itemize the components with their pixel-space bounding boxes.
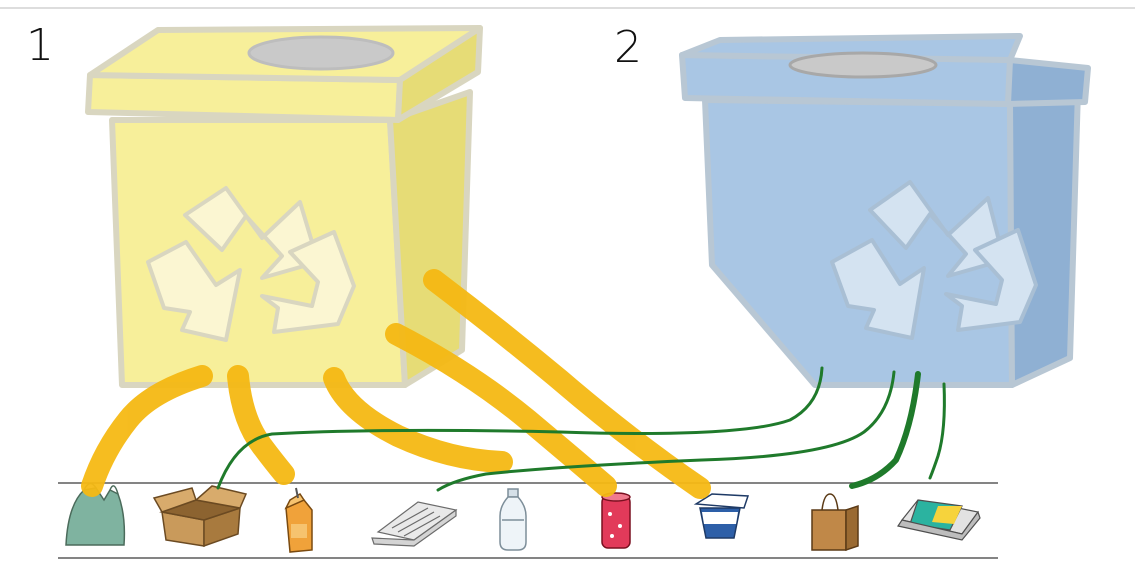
juice-carton-icon [284, 487, 313, 553]
blue-bin-lid-side [1005, 57, 1091, 107]
yellow-bin-lid-hole [247, 35, 395, 71]
newspaper-icon [371, 501, 458, 547]
link-bin2-magazine [928, 382, 946, 480]
recycle-icon [146, 186, 356, 342]
bin-2-number: 2 [614, 22, 642, 73]
blue-bin [679, 33, 1091, 388]
magazine-icon [897, 499, 981, 541]
link-bin2-newspaper [436, 370, 896, 492]
link-bin2-cardboard-box [216, 366, 824, 490]
soda-can-icon [601, 492, 631, 549]
yellow-bin-lid-side [395, 25, 483, 123]
link-bin1-soda-can [385, 323, 617, 497]
water-bottle-icon [499, 488, 527, 551]
bin-1-links [81, 269, 711, 499]
link-bin2-paper-bag [849, 371, 921, 489]
bin-1-number: 1 [26, 20, 54, 71]
yellow-bin-body [109, 117, 408, 388]
cardboard-box-icon [152, 485, 248, 548]
recycle-icon [830, 180, 1038, 340]
link-bin1-juice-carton [227, 365, 295, 485]
blue-bin-lid-hole [788, 51, 938, 79]
paper-bag-icon [811, 493, 859, 552]
yogurt-cup-icon [693, 493, 750, 539]
link-bin1-water-bottle [323, 367, 513, 473]
yellow-bin-side [387, 89, 473, 388]
link-bin1-yogurt-cup [423, 269, 711, 499]
link-bin1-plastic-bag [81, 365, 213, 497]
bin-2-links [216, 366, 946, 492]
